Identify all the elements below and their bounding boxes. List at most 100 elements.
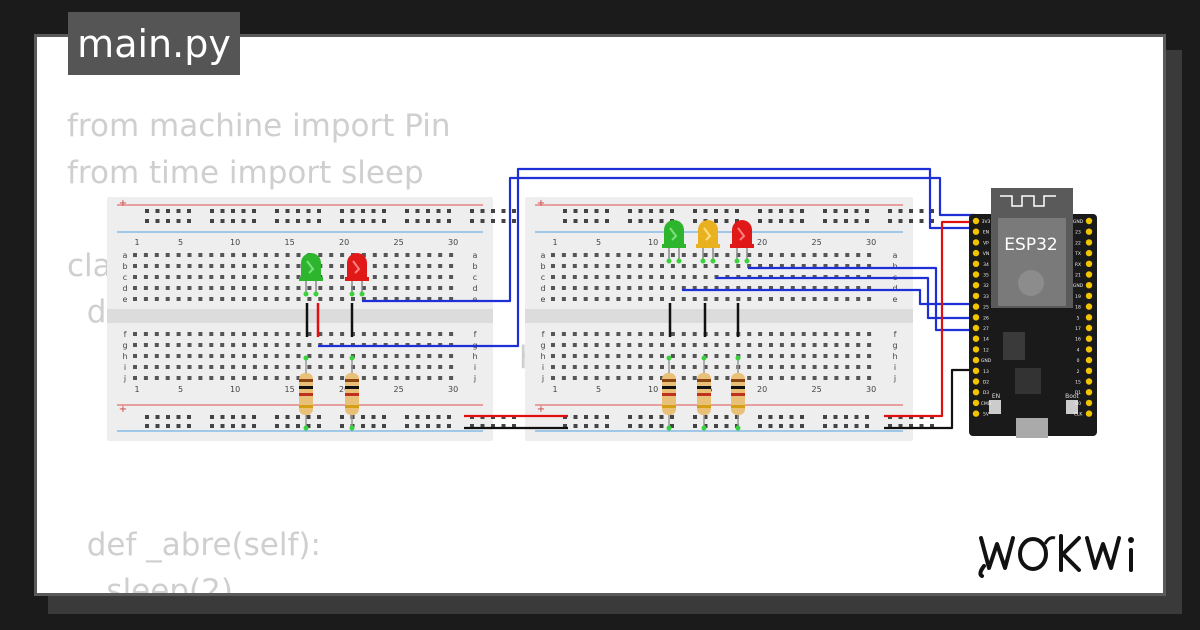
hole xyxy=(681,275,686,279)
hole xyxy=(274,332,279,336)
hole xyxy=(725,297,730,301)
hole xyxy=(834,365,839,369)
rail-hole xyxy=(491,219,495,223)
hole xyxy=(769,332,773,336)
hole xyxy=(692,376,697,380)
hole xyxy=(242,264,246,268)
rail-hole xyxy=(800,424,804,428)
hole xyxy=(285,365,290,369)
hole xyxy=(616,365,621,369)
rail-plus-sign: + xyxy=(119,198,127,209)
hole xyxy=(383,376,388,380)
rail-hole xyxy=(930,219,934,223)
hole xyxy=(616,286,621,290)
hole xyxy=(154,253,159,257)
hole xyxy=(263,343,268,347)
rail-hole xyxy=(779,424,783,428)
hole xyxy=(133,332,137,336)
hole xyxy=(660,275,664,279)
hole xyxy=(372,376,377,380)
hole xyxy=(318,297,323,301)
hole xyxy=(594,332,599,336)
wire-black xyxy=(884,368,975,430)
hole xyxy=(551,253,555,257)
hole xyxy=(845,376,850,380)
hole xyxy=(867,365,872,369)
hole xyxy=(551,264,555,268)
esp32-pin-label: 5V xyxy=(983,412,990,418)
row-letter: a xyxy=(123,251,128,260)
hole xyxy=(583,253,588,257)
hole xyxy=(692,275,697,279)
hole xyxy=(769,365,773,369)
hole xyxy=(427,286,432,290)
rail-hole xyxy=(382,209,386,213)
rail-hole xyxy=(166,209,170,213)
hole xyxy=(274,376,279,380)
hole xyxy=(394,253,399,257)
resistor-band xyxy=(662,386,676,389)
rail-hole xyxy=(436,415,441,419)
rail-hole xyxy=(594,424,599,428)
esp32-pin xyxy=(1085,249,1093,257)
hole xyxy=(681,376,686,380)
hole xyxy=(449,264,454,268)
hole xyxy=(583,332,588,336)
esp32-pin-label: D3 xyxy=(983,390,989,396)
resistor-band xyxy=(731,393,745,396)
row-letter: c xyxy=(473,273,477,282)
rail-hole xyxy=(605,415,609,419)
hole xyxy=(274,297,279,301)
hole xyxy=(605,264,610,268)
hole xyxy=(583,343,588,347)
led-red xyxy=(730,220,754,264)
row-letter: a xyxy=(541,251,546,260)
hole xyxy=(747,264,752,268)
rail-hole xyxy=(220,209,225,213)
hole xyxy=(845,264,850,268)
rail-hole xyxy=(252,424,256,428)
resistor-band xyxy=(299,393,313,396)
hole xyxy=(572,275,577,279)
hole xyxy=(583,297,588,301)
wire-blue xyxy=(362,176,975,303)
rail-hole xyxy=(371,424,376,428)
hole xyxy=(714,297,719,301)
hole xyxy=(594,343,599,347)
rail-hole xyxy=(241,424,246,428)
rail-hole xyxy=(447,209,451,213)
hole xyxy=(834,354,839,358)
hole xyxy=(449,253,454,257)
hole xyxy=(845,332,850,336)
hole xyxy=(790,264,795,268)
rail-hole xyxy=(241,415,246,419)
hole xyxy=(394,286,399,290)
rail-hole xyxy=(898,209,903,213)
hole xyxy=(372,275,377,279)
hole xyxy=(231,253,236,257)
esp32-pin xyxy=(1085,271,1093,278)
hole xyxy=(725,286,730,290)
hole xyxy=(551,275,555,279)
row-letter: d xyxy=(892,284,897,293)
rail-hole xyxy=(480,209,485,213)
rail-hole xyxy=(275,415,279,419)
resistor-band xyxy=(731,405,745,408)
rail-hole xyxy=(447,219,451,223)
hole xyxy=(692,332,697,336)
resistor-band xyxy=(697,386,711,389)
file-tab-main-py[interactable]: main.py xyxy=(68,12,240,75)
rail-hole xyxy=(638,415,643,419)
rail-hole xyxy=(371,209,376,213)
hole xyxy=(867,343,872,347)
hole xyxy=(812,264,817,268)
hole xyxy=(405,297,410,301)
rail-hole xyxy=(800,209,804,213)
hole xyxy=(416,275,421,279)
rail-hole xyxy=(296,424,300,428)
row-letter: b xyxy=(540,262,545,271)
esp32-pin xyxy=(1085,292,1093,300)
hole xyxy=(296,286,301,290)
rail-hole xyxy=(703,209,708,213)
rail-hole xyxy=(275,219,279,223)
